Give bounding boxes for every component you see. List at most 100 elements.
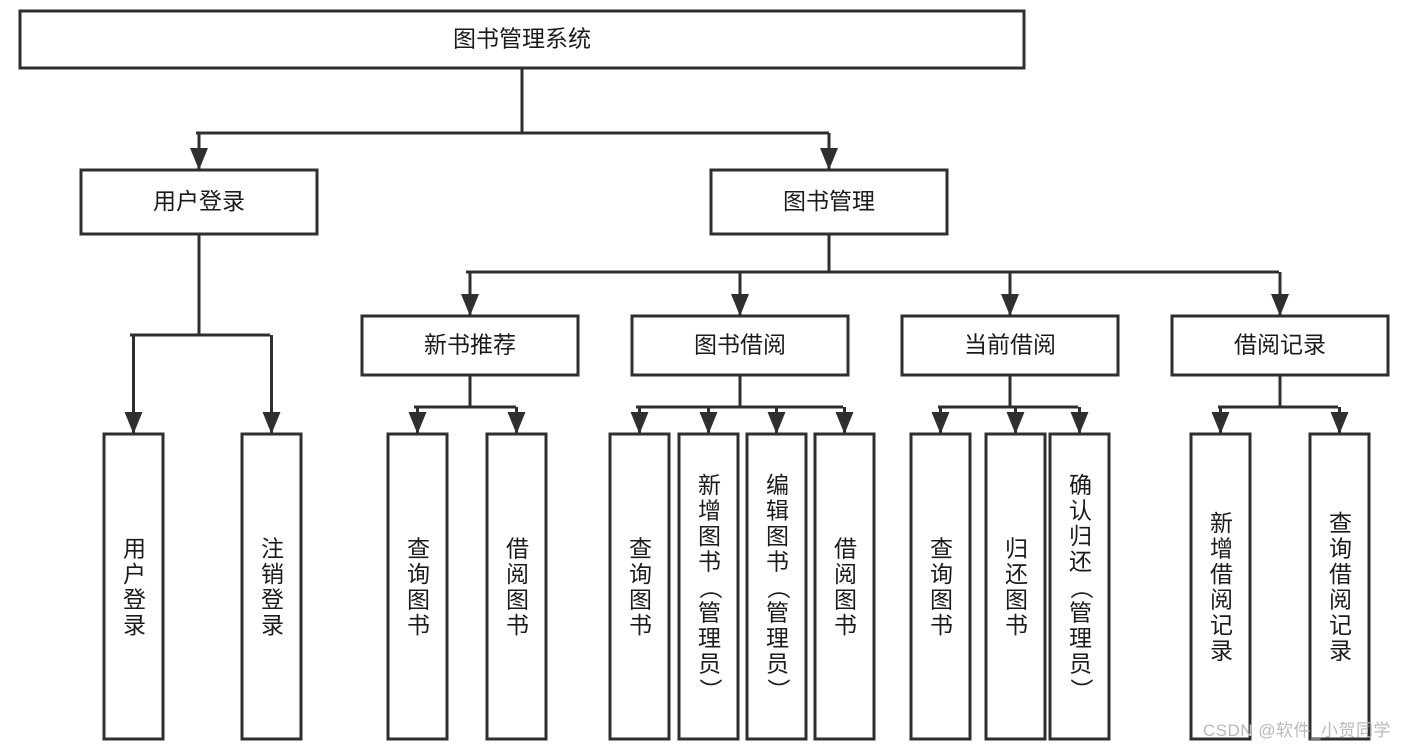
- node-box-leaf-return-book[interactable]: [984, 432, 1047, 741]
- node-label-char: 询: [629, 561, 652, 587]
- node-label-char: 查: [1329, 510, 1352, 536]
- node-label-char: （: [698, 576, 724, 599]
- node-label-char: 员: [1069, 650, 1092, 676]
- node-label-char: 管: [698, 599, 721, 625]
- arrow-head-icon: [262, 412, 281, 434]
- node-box-user-login[interactable]: [79, 168, 319, 236]
- arrow-head-icon: [1211, 412, 1230, 434]
- node-label-char: 阅: [1329, 587, 1352, 613]
- node-label-char: 图: [1005, 587, 1028, 613]
- node-label-char: 注: [261, 536, 284, 562]
- node-box-new-book-rec[interactable]: [360, 314, 580, 377]
- node-box-leaf-add-record[interactable]: [1189, 432, 1252, 741]
- node-label-char: 书: [407, 612, 430, 638]
- node-label-char: 借: [834, 536, 857, 562]
- node-label-book-borrow: 图书借阅: [694, 332, 786, 358]
- node-box-leaf-user-logout[interactable]: [240, 432, 303, 741]
- arrow-head-icon: [124, 412, 143, 434]
- node-box-leaf-query-record[interactable]: [1308, 432, 1371, 741]
- node-current-borrow[interactable]: 当前借阅: [900, 314, 1120, 377]
- node-label-char: 记: [1210, 612, 1233, 638]
- node-label-char: 查: [629, 536, 652, 562]
- node-box-leaf-add-book[interactable]: [677, 432, 740, 741]
- node-box-leaf-borrow-book-2[interactable]: [813, 432, 876, 741]
- node-label-char: 查: [930, 536, 953, 562]
- node-label-char: 员: [698, 650, 721, 676]
- arrow-head-icon: [931, 412, 950, 434]
- arrow-head-icon: [1271, 294, 1289, 316]
- node-box-root[interactable]: [18, 9, 1026, 70]
- node-label-root: 图书管理系统: [453, 26, 591, 52]
- node-label-char: 理: [1069, 625, 1092, 651]
- node-label-char: 还: [1005, 561, 1028, 587]
- node-label-char: 图: [506, 587, 529, 613]
- node-root[interactable]: 图书管理系统: [18, 9, 1026, 70]
- node-box-current-borrow[interactable]: [900, 314, 1120, 377]
- node-label-char: ）: [766, 678, 792, 701]
- node-label-char: （: [766, 576, 792, 599]
- arrow-head-icon: [731, 294, 749, 316]
- node-box-leaf-user-login[interactable]: [102, 432, 165, 741]
- node-label-char: 书: [506, 612, 529, 638]
- arrow-head-icon: [820, 148, 838, 170]
- node-box-leaf-confirm-return[interactable]: [1048, 432, 1111, 741]
- node-label-char: 管: [766, 599, 789, 625]
- node-box-leaf-query-book-3[interactable]: [909, 432, 972, 741]
- node-label-char: 阅: [506, 561, 529, 587]
- node-label-char: 借: [1210, 561, 1233, 587]
- node-label-char: 销: [261, 561, 284, 587]
- node-user-login[interactable]: 用户登录: [79, 168, 319, 236]
- arrow-head-icon: [835, 412, 854, 434]
- node-box-borrow-record[interactable]: [1170, 314, 1390, 377]
- node-label-char: 辑: [766, 497, 789, 523]
- node-label-char: 录: [123, 612, 146, 638]
- node-label-char: 图: [834, 587, 857, 613]
- node-label-char: 还: [1069, 548, 1092, 574]
- node-new-book-rec[interactable]: 新书推荐: [360, 314, 580, 377]
- node-label-char: （: [1069, 576, 1095, 599]
- node-label-char: 登: [123, 587, 146, 613]
- arrow-head-icon: [408, 412, 427, 434]
- arrow-head-icon: [767, 412, 786, 434]
- node-box-book-manage[interactable]: [709, 168, 949, 236]
- node-label-char: 理: [698, 625, 721, 651]
- node-book-borrow[interactable]: 图书借阅: [630, 314, 850, 377]
- node-label-char: 图: [930, 587, 953, 613]
- node-label-char: 图: [629, 587, 652, 613]
- node-box-leaf-borrow-book-1[interactable]: [485, 432, 548, 741]
- arrow-head-icon: [1070, 412, 1089, 434]
- node-label-char: 认: [1069, 497, 1092, 523]
- node-borrow-record[interactable]: 借阅记录: [1170, 314, 1390, 377]
- node-box-leaf-query-book-2[interactable]: [608, 432, 671, 741]
- node-label-char: 户: [123, 561, 146, 587]
- node-label-char: 归: [1069, 523, 1092, 549]
- node-book-manage[interactable]: 图书管理: [709, 168, 949, 236]
- node-label-char: 录: [1329, 638, 1352, 664]
- node-label-char: 书: [834, 612, 857, 638]
- node-box-book-borrow[interactable]: [630, 314, 850, 377]
- node-label-char: 新: [1210, 510, 1233, 536]
- node-leaf-user-login[interactable]: 用户登录: [102, 432, 165, 741]
- node-label-char: 借: [1329, 561, 1352, 587]
- node-label-char: 询: [930, 561, 953, 587]
- arrow-head-icon: [1330, 412, 1349, 434]
- node-box-leaf-edit-book[interactable]: [745, 432, 808, 741]
- node-label-char: 书: [930, 612, 953, 638]
- node-box-leaf-query-book-1[interactable]: [386, 432, 449, 741]
- arrow-head-icon: [1006, 412, 1025, 434]
- node-label-char: 员: [766, 650, 789, 676]
- arrow-head-icon: [190, 148, 208, 170]
